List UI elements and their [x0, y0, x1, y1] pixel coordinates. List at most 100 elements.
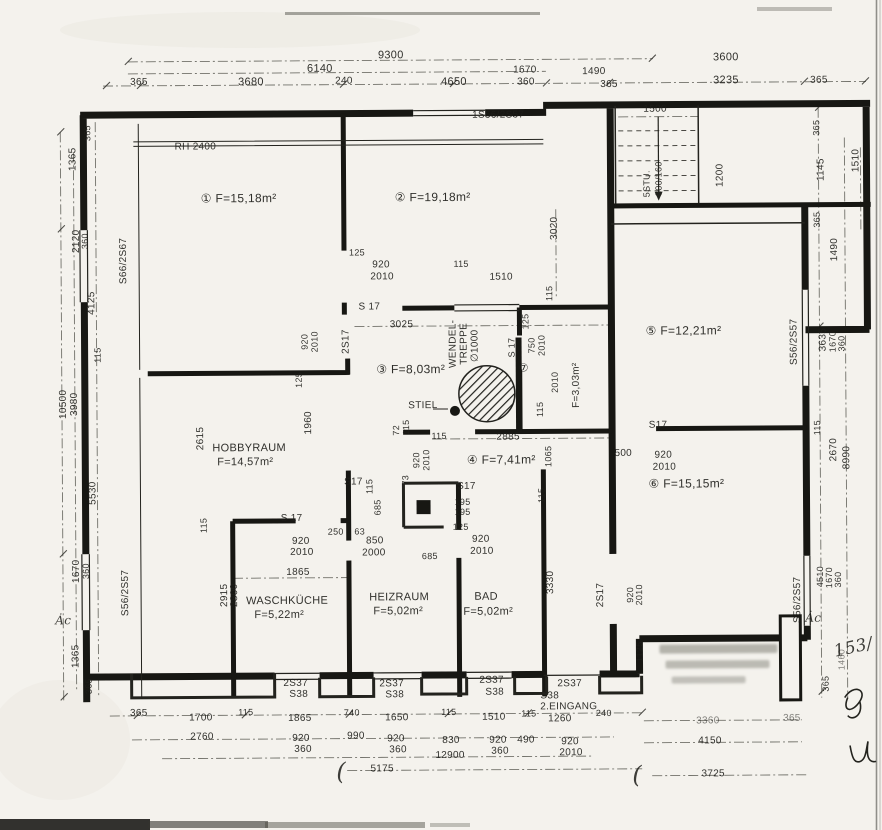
dim-115: 115 [536, 488, 546, 503]
dim-920: 920 [300, 334, 310, 350]
window-label-s38: S38 [289, 689, 308, 700]
window-label-1s56-2s57: 1S56/2S57 [472, 109, 524, 120]
dim-115: 115 [521, 708, 536, 718]
dim-2010: 2010 [470, 546, 494, 557]
room-1-area: ① F=15,18m² [201, 191, 277, 205]
section-mark-ac: Ȧc [54, 612, 71, 627]
dim-1650: 1650 [385, 712, 409, 723]
dim-1460: 1460 [836, 649, 846, 670]
dim-1670: 1670 [824, 567, 834, 588]
dim-1125: 1125 [634, 641, 644, 662]
stair-step-size: 300/160 [653, 161, 663, 196]
dim-115: 115 [364, 479, 374, 494]
dim-360: 360 [833, 572, 843, 588]
dim-2615: 2615 [195, 427, 206, 451]
dim-125: 125 [349, 247, 365, 257]
post-label: STIEL [408, 400, 437, 411]
stair-arrow-head [654, 191, 663, 201]
dim-2120: 2120 [71, 229, 82, 253]
door-label-s17: S17 [457, 481, 476, 492]
dim-990: 990 [347, 730, 365, 741]
dim-240: 240 [335, 76, 353, 87]
window-label-s38: S38 [540, 690, 559, 701]
dim-2010: 2010 [421, 449, 431, 470]
dim-830: 830 [442, 735, 460, 746]
dim-2010: 2010 [537, 335, 547, 356]
door-label-2s17: 2S17 [340, 329, 351, 354]
dim-365: 365 [84, 678, 94, 694]
stair-post-stiel [449, 405, 460, 416]
dim-2010: 2010 [309, 331, 319, 352]
dim-1500: 1500 [643, 104, 667, 115]
dim-365: 365 [810, 75, 828, 86]
dim-490: 490 [517, 734, 535, 745]
dim-195: 195 [455, 497, 471, 507]
dim-1365: 1365 [70, 644, 81, 668]
dim-920: 920 [292, 536, 310, 547]
handwriting-squiggle [849, 741, 877, 763]
dim-685: 685 [422, 551, 438, 561]
dim-3235: 3235 [713, 74, 739, 86]
room-hobbyraum-name: HOBBYRAUM [212, 442, 286, 454]
dim-4650: 4650 [441, 76, 467, 88]
dim-1510: 1510 [482, 712, 506, 723]
dim-63: 63 [354, 526, 365, 536]
window-label-2s37: 2S37 [557, 678, 582, 689]
room-2-area: ② F=19,18m² [395, 190, 471, 204]
dim-920: 920 [472, 534, 490, 545]
dim-920: 920 [387, 733, 405, 744]
dim-4510: 4510 [815, 566, 825, 587]
dim-2800: 2800 [229, 583, 240, 607]
room-6-area: ⑥ F=15,15m² [648, 476, 724, 490]
dim-2010: 2010 [370, 271, 394, 282]
dim-73: 73 [400, 475, 410, 486]
dim-1670: 1670 [513, 64, 537, 75]
beam-line-rh2400 [133, 123, 544, 699]
room-waschkueche-area: F=5,22m² [254, 609, 304, 621]
dim-3330: 3330 [545, 570, 556, 594]
dim-920: 920 [489, 735, 507, 746]
dim-2010: 2010 [634, 584, 644, 605]
room-bad-name: BAD [474, 591, 498, 603]
stair-label: WENDEL- [447, 320, 458, 368]
dim-2760: 2760 [190, 731, 214, 742]
dim-250: 250 [328, 527, 344, 537]
dim-3980: 3980 [69, 392, 80, 416]
dim-1260: 1260 [548, 713, 572, 724]
room-heizraum-name: HEIZRAUM [369, 591, 429, 603]
room-4-area: ④ F=7,41m² [467, 452, 536, 466]
door-label-s17: S17 [344, 476, 363, 487]
dim-365: 365 [130, 77, 148, 88]
scan-mark: ( [336, 758, 346, 786]
dim-1065: 1065 [543, 446, 553, 467]
dim-920: 920 [411, 452, 421, 468]
room-7-mark: ⑦ [519, 362, 529, 374]
interior-walls [147, 113, 871, 699]
dim-1865: 1865 [288, 713, 312, 724]
dim-365: 365 [82, 125, 92, 141]
dim-365: 365 [812, 212, 822, 228]
room-bad-area: F=5,02m² [463, 606, 513, 618]
dim-365: 365 [821, 676, 831, 692]
dim-685: 685 [373, 499, 383, 515]
dim-115: 115 [93, 347, 103, 362]
dim-360: 360 [517, 76, 535, 87]
dim-115: 115 [401, 420, 411, 435]
dim-3600: 3600 [713, 51, 739, 63]
dim-2010: 2010 [653, 462, 677, 473]
dim-10500: 10500 [58, 389, 69, 419]
dim-1670: 1670 [71, 559, 82, 583]
dim-360: 360 [837, 336, 847, 352]
paper-shading [0, 680, 130, 800]
stair-steps-label: 5STU. [642, 170, 652, 197]
dim-5175: 5175 [370, 763, 394, 774]
lintel-label-s17: S 17 [358, 301, 380, 312]
dim-115: 115 [431, 431, 446, 441]
scan-mark: ( [632, 761, 642, 789]
window-label-s56-2s57: S56/2S57 [788, 319, 799, 366]
dim-1490: 1490 [582, 66, 606, 77]
room-hobbyraum-area: F=14,57m² [217, 456, 273, 468]
